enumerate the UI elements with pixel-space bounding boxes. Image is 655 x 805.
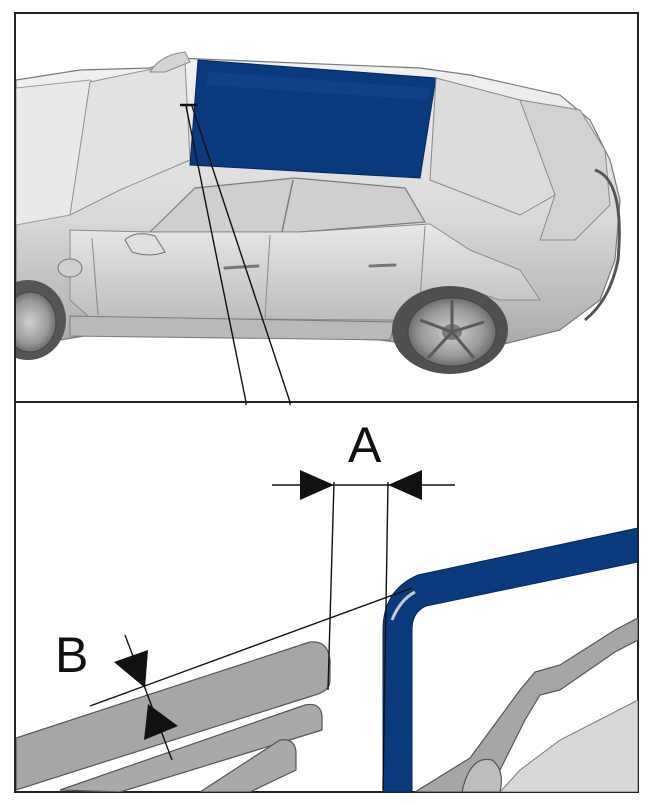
- dimension-a-arrow-right: [388, 470, 422, 500]
- door-line-mid: [264, 234, 271, 319]
- leader-line-left: [185, 105, 247, 402]
- detail-cross-section: [16, 402, 638, 792]
- hinge-piece: [461, 758, 502, 792]
- dimension-a-extension-left: [327, 481, 335, 691]
- roof-antenna: [149, 51, 191, 73]
- body-structure-right-lower: [499, 699, 638, 792]
- charge-port: [57, 258, 83, 278]
- roof-trim-lower: [198, 739, 297, 792]
- door-handle-front: [223, 264, 260, 270]
- roof-trim-upper: [16, 641, 331, 791]
- dimension-a-extension-right: [382, 481, 389, 791]
- sill: [69, 315, 396, 341]
- rear-spoiler-edge: [584, 168, 621, 322]
- door-handle-rear: [368, 263, 397, 268]
- door-line-front: [91, 237, 99, 316]
- leader-line-right: [191, 105, 291, 402]
- front-wheel: [16, 280, 66, 360]
- body-structure-right: [413, 617, 638, 792]
- rear-deck: [519, 99, 611, 241]
- roof-panel-section-highlight: [390, 590, 416, 621]
- dimension-a-arrow-left: [300, 470, 334, 500]
- car-overview-view: [16, 51, 621, 402]
- callout-a-label: A: [348, 417, 382, 473]
- dimension-b-arrow-top: [114, 650, 148, 688]
- door-line-rear: [419, 225, 426, 301]
- dimension-b-arrow-bottom: [144, 704, 178, 740]
- callout-b-label: B: [55, 627, 88, 683]
- roof-trim-middle: [59, 703, 323, 792]
- roof-panel-shading: [205, 72, 430, 100]
- b-pillar: [281, 179, 294, 233]
- side-mirror: [124, 233, 166, 256]
- rear-wheel: [392, 286, 508, 374]
